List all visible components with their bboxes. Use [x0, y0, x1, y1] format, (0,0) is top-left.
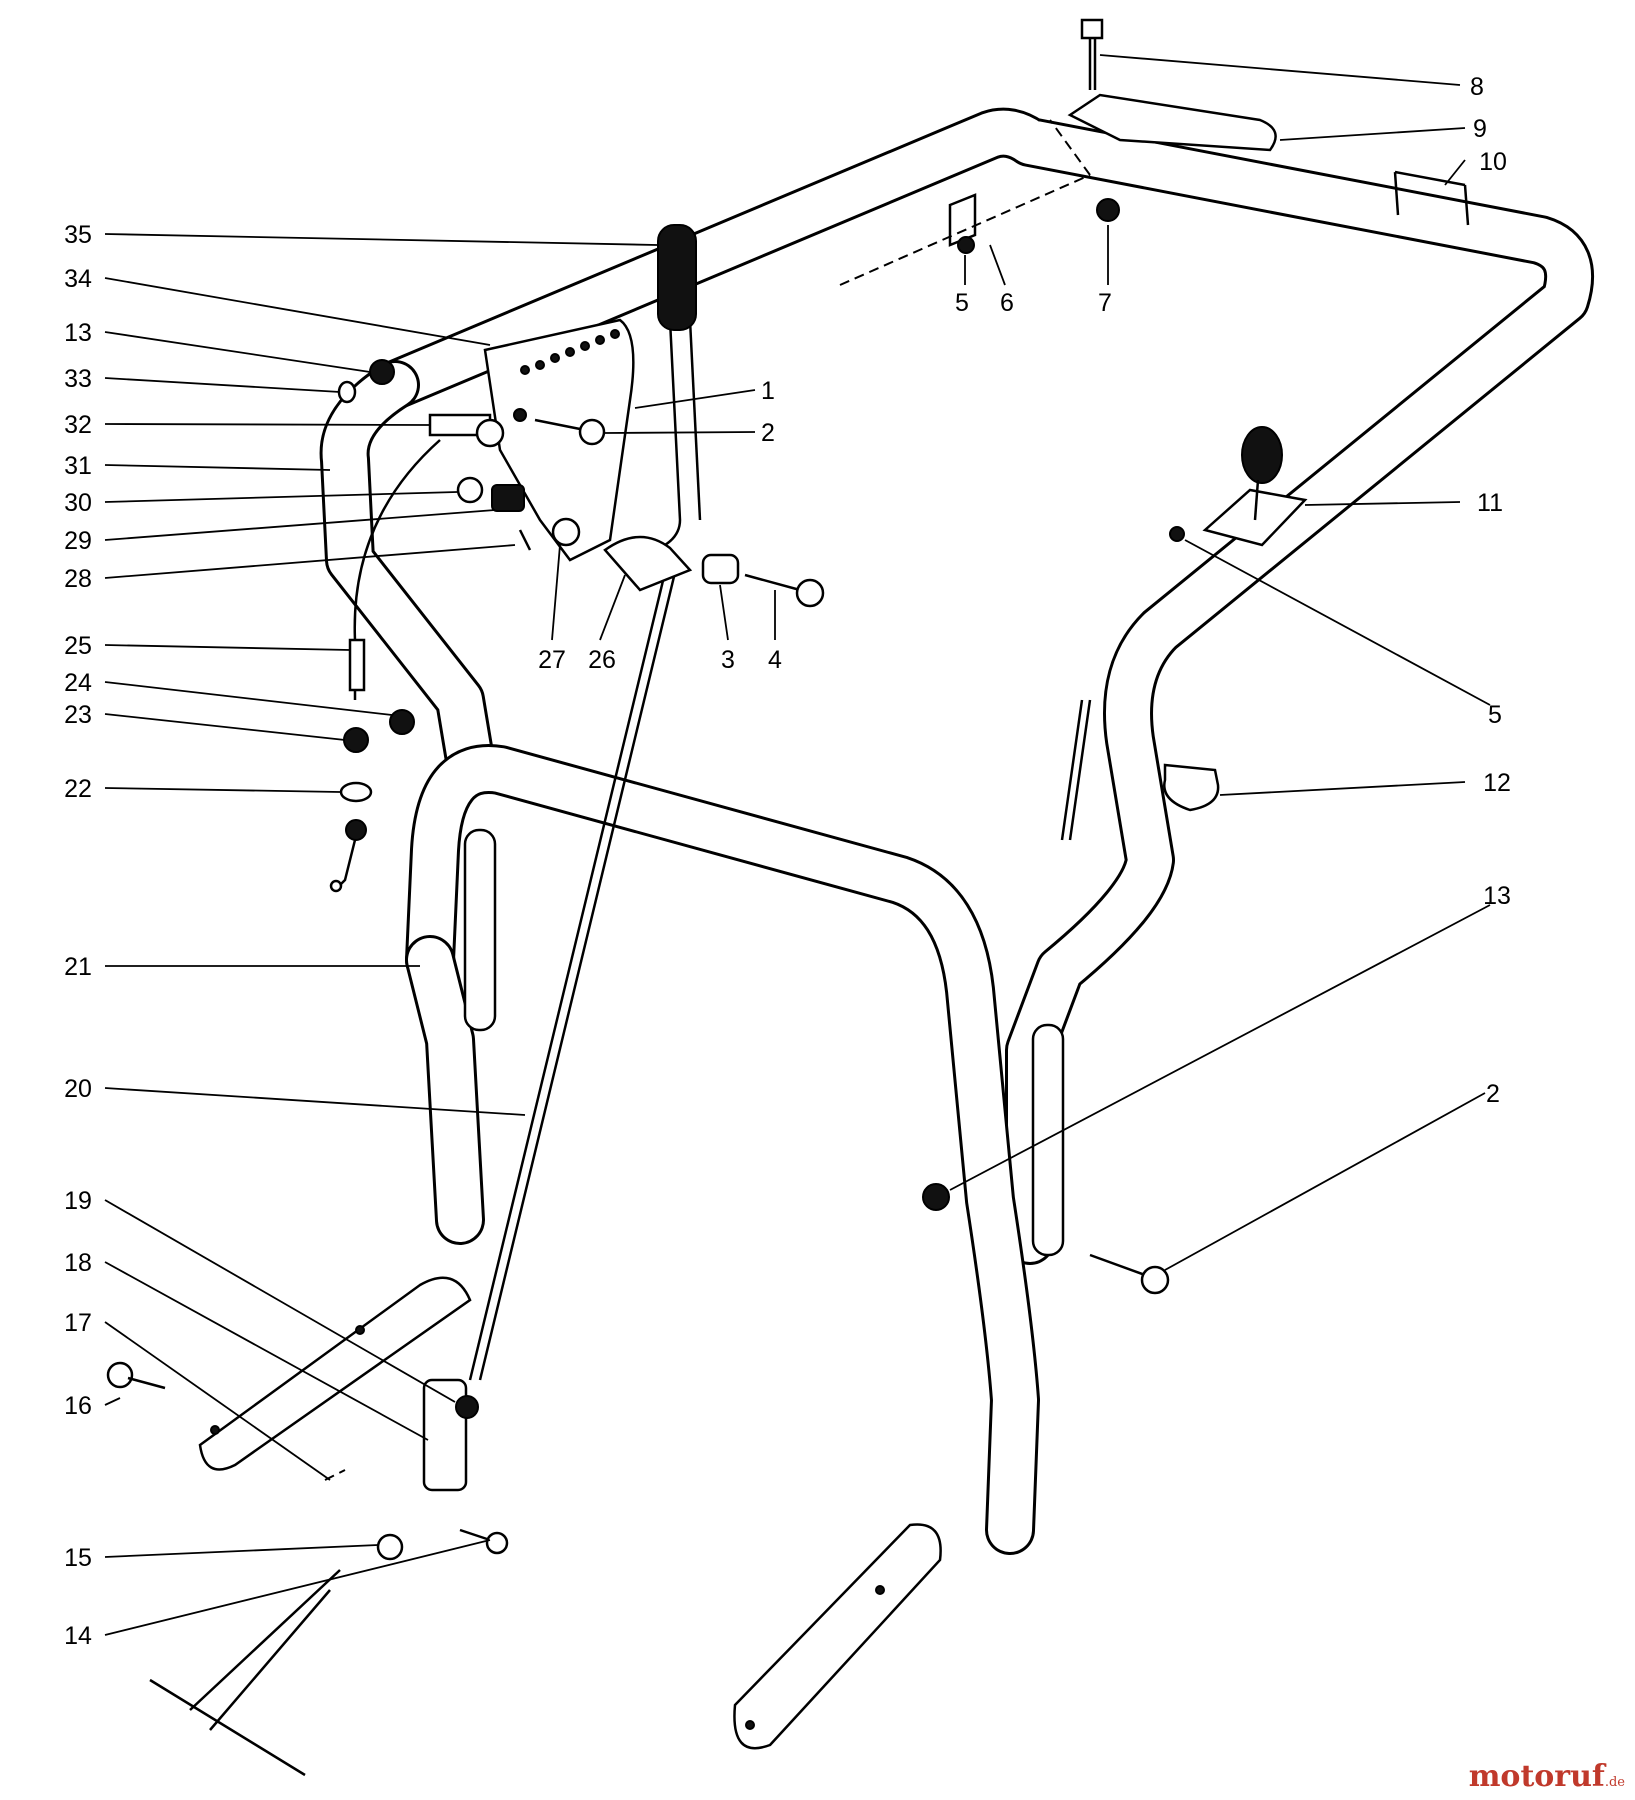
pin-14 — [459, 1528, 509, 1555]
callout-12: 12 — [1483, 769, 1511, 797]
cable-clip — [1163, 763, 1220, 812]
spacer-3 — [701, 553, 740, 585]
upper-handle — [319, 107, 1595, 1265]
nut-24 — [389, 709, 415, 735]
callout-32: 32 — [64, 411, 92, 439]
callout-labels: 8 9 10 35 34 13 33 32 31 30 29 28 25 24 … — [64, 73, 1511, 1650]
callout-34: 34 — [64, 265, 92, 293]
callout-9: 9 — [1473, 115, 1487, 143]
callout-11: 11 — [1477, 489, 1503, 517]
callout-28: 28 — [64, 565, 92, 593]
cable — [353, 439, 441, 700]
washer-33 — [337, 380, 357, 404]
callout-13-upper: 13 — [64, 319, 92, 347]
left-slot — [463, 828, 497, 1032]
callout-17: 17 — [64, 1309, 92, 1337]
control-panel — [483, 318, 635, 562]
nut-13-lower — [922, 1183, 950, 1211]
motoruf-watermark: motoruf.de — [1468, 1759, 1625, 1794]
lower-handle — [405, 744, 1040, 1555]
callout-13-lower: 13 — [1483, 882, 1511, 910]
bolt-2-lower — [1089, 1253, 1170, 1295]
callout-31: 31 — [64, 452, 92, 480]
callout-24: 24 — [64, 669, 92, 697]
throttle-knob — [1241, 426, 1283, 484]
nut-22b — [345, 819, 367, 841]
washer-22 — [339, 781, 373, 803]
callout-15: 15 — [64, 1544, 92, 1572]
washer-27 — [551, 517, 581, 547]
clip — [339, 839, 357, 886]
bolt-4 — [744, 573, 825, 608]
right-mounting-bracket — [733, 1523, 942, 1750]
callout-30: 30 — [64, 489, 92, 517]
callout-23: 23 — [64, 701, 92, 729]
lever-pivot — [603, 535, 693, 592]
callout-19: 19 — [64, 1187, 92, 1215]
callout-7: 7 — [1098, 289, 1112, 317]
washer-15 — [376, 1533, 404, 1561]
callout-14: 14 — [64, 1622, 92, 1650]
callout-8: 8 — [1470, 73, 1484, 101]
panel-holes — [520, 329, 620, 375]
callout-33: 33 — [64, 365, 92, 393]
top-bolt — [1080, 18, 1104, 90]
callout-20: 20 — [64, 1075, 92, 1103]
callout-5-lower: 5 — [1488, 701, 1502, 729]
callout-26: 26 — [588, 646, 616, 674]
linkage-arm — [149, 1569, 341, 1777]
nut-19 — [455, 1395, 479, 1419]
bolt-2-upper — [513, 408, 606, 446]
spring-29 — [491, 484, 525, 512]
left-mounting-bracket — [198, 1276, 472, 1471]
sleeve — [1393, 170, 1470, 226]
callout-29: 29 — [64, 527, 92, 555]
nut-23 — [343, 727, 369, 753]
callout-2-upper: 2 — [761, 419, 775, 447]
lever-grip — [657, 224, 697, 331]
bolt-16 — [106, 1361, 166, 1390]
callout-18: 18 — [64, 1249, 92, 1277]
shift-rod — [468, 559, 670, 1381]
callout-4: 4 — [768, 646, 782, 674]
callout-2-lower: 2 — [1486, 1080, 1500, 1108]
callout-27: 27 — [538, 646, 566, 674]
washer-30 — [456, 476, 484, 504]
cable-bracket — [948, 193, 977, 247]
callout-22: 22 — [64, 775, 92, 803]
top-strap — [1067, 93, 1277, 152]
pin-28 — [518, 529, 532, 551]
callout-5-upper: 5 — [955, 289, 969, 317]
nut-13-upper — [369, 359, 395, 385]
cable-ferrule-25 — [348, 638, 366, 692]
callout-6: 6 — [1000, 289, 1014, 317]
leader-lines — [104, 54, 1491, 1636]
callout-25: 25 — [64, 632, 92, 660]
bolt-32 — [428, 413, 505, 448]
right-slot — [1031, 1023, 1065, 1257]
nut-7 — [1096, 198, 1120, 222]
callout-1: 1 — [761, 377, 775, 405]
callout-35: 35 — [64, 221, 92, 249]
callout-10: 10 — [1479, 148, 1507, 176]
callout-16: 16 — [64, 1392, 92, 1420]
callout-3: 3 — [721, 646, 735, 674]
callout-21: 21 — [64, 953, 92, 981]
nut-5 — [957, 236, 975, 254]
shift-lever — [639, 319, 682, 557]
